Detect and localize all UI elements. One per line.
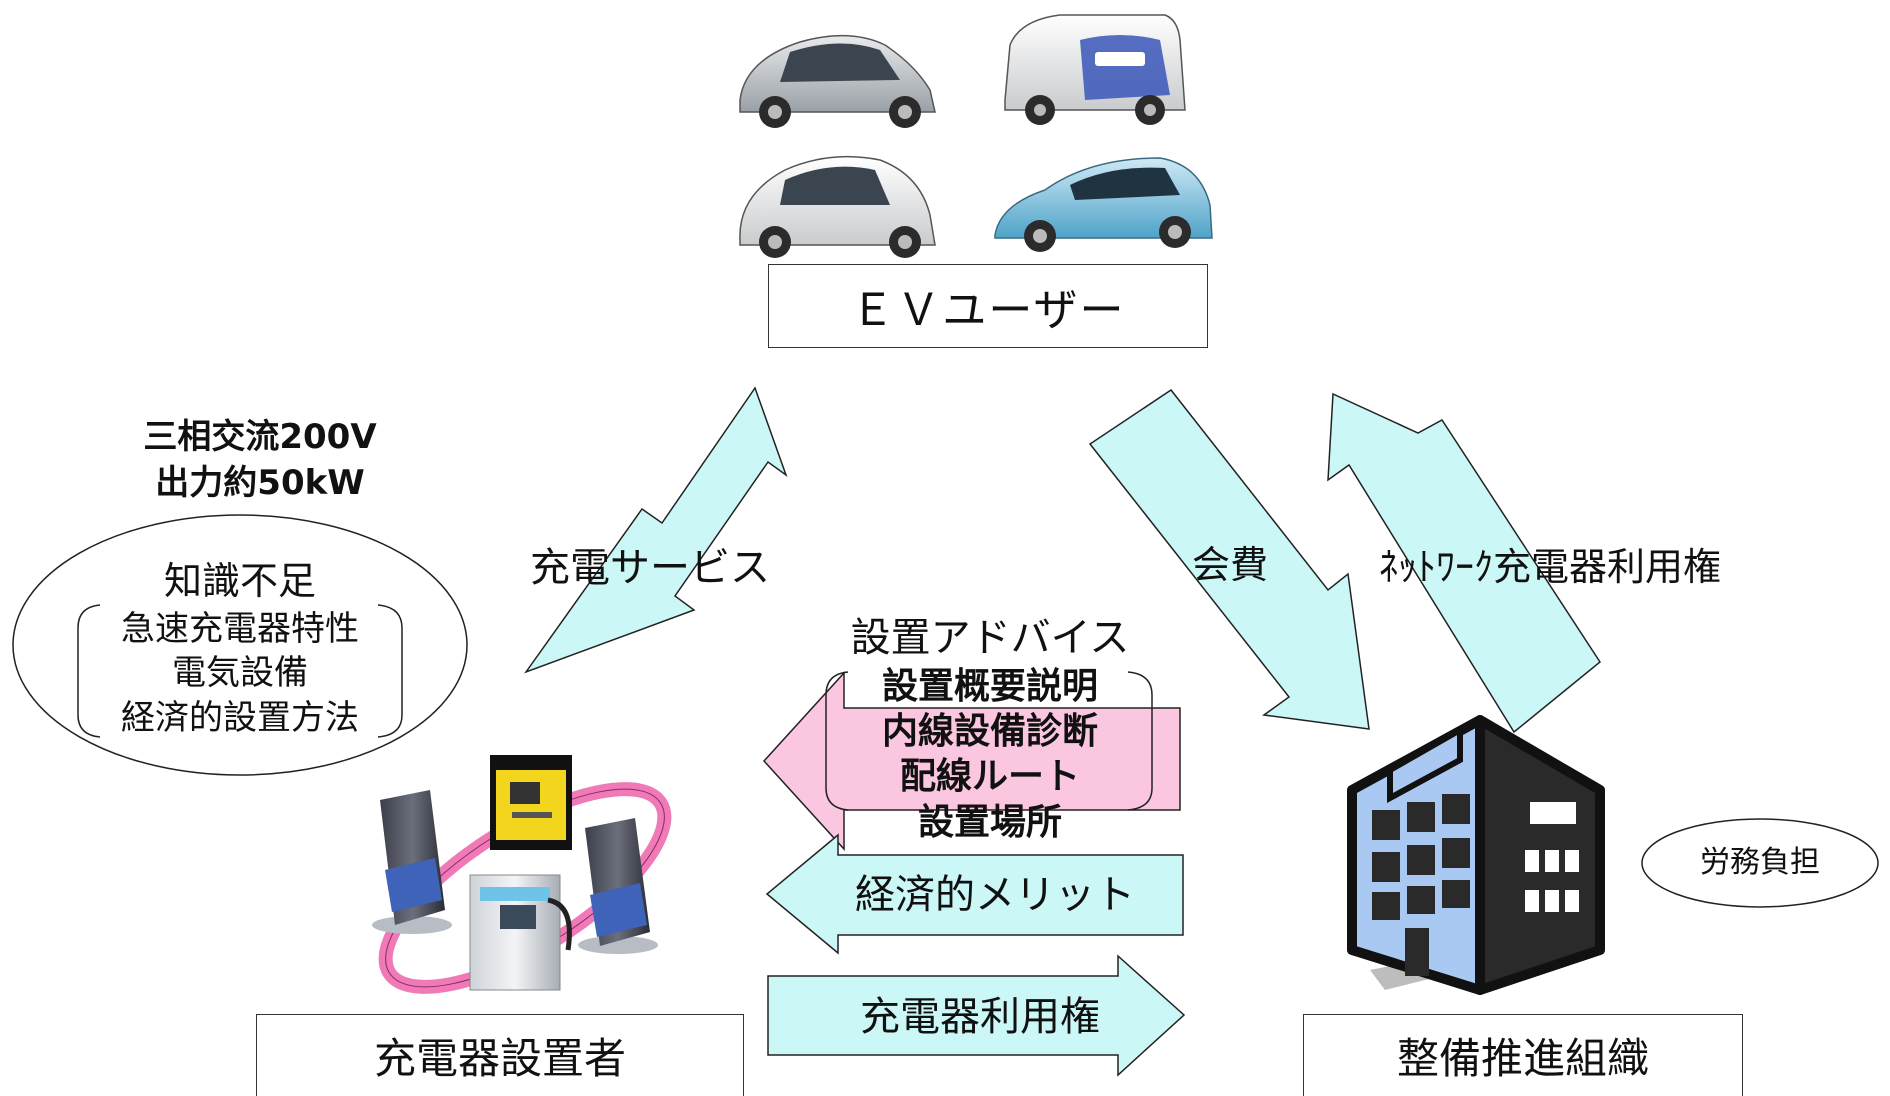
knowledge-bracket-right — [377, 604, 403, 738]
installation-advice-arrow — [762, 671, 1181, 851]
charger-usage-rights-arrow — [767, 954, 1186, 1077]
advice-item: 内線設備診断 — [881, 711, 1098, 752]
knowledge-gap-item: 電気設備 — [172, 653, 308, 693]
network-rights-arrow — [1327, 392, 1601, 734]
charger-spec-line2: 出力約50kW — [155, 463, 365, 503]
ev-user-label: ＥＶユーザー — [850, 285, 1126, 336]
office-building-icon — [1347, 715, 1605, 995]
knowledge-gap-item: 急速充電器特性 — [121, 609, 359, 649]
installer-node: 充電器設置者 — [256, 1014, 744, 1096]
network-rights-label: ﾈｯﾄﾜｰｸ充電器利用権 — [1378, 545, 1721, 589]
charger-equipment-illustration — [372, 755, 672, 994]
installation-advice-title: 設置アドバイス — [850, 615, 1130, 661]
knowledge-gap-item: 経済的設置方法 — [121, 698, 359, 738]
charging-service-arrow — [523, 386, 788, 674]
organization-node: 整備推進組織 — [1303, 1014, 1743, 1096]
knowledge-gap-ellipse — [12, 514, 468, 776]
car-silver-icon — [739, 35, 936, 128]
car-white-compact-icon — [739, 155, 936, 258]
stainless-charger-icon — [469, 874, 572, 991]
organization-label: 整備推進組織 — [1396, 1034, 1649, 1083]
car-blue-leaf-icon — [994, 157, 1213, 252]
economic-merit-label: 経済的メリット — [855, 872, 1135, 918]
charger-spec-line1: 三相交流200V — [143, 417, 377, 457]
advice-item: 設置概要説明 — [881, 666, 1098, 707]
economic-merit-arrow — [765, 833, 1184, 955]
membership-fee-label: 会費 — [1191, 543, 1268, 587]
labor-burden-ellipse — [1641, 818, 1879, 908]
labor-burden-label: 労務負担 — [1700, 845, 1820, 880]
ev-user-node: ＥＶユーザー — [768, 264, 1208, 348]
installer-label: 充電器設置者 — [373, 1034, 626, 1083]
knowledge-gap-title: 知識不足 — [163, 559, 316, 603]
advice-item: 配線ルート — [899, 756, 1080, 797]
pillar-charger-right-icon — [578, 818, 658, 954]
charging-service-label: 充電サービス — [530, 545, 770, 591]
yellow-charger-icon — [490, 755, 572, 850]
advice-bracket-left — [825, 671, 849, 811]
advice-item: 設置場所 — [917, 802, 1062, 843]
knowledge-bracket-left — [77, 604, 101, 738]
car-plugin-van-icon — [1004, 14, 1186, 125]
advice-bracket-right — [1127, 671, 1153, 811]
membership-fee-arrow — [1088, 388, 1370, 730]
charger-usage-rights-label: 充電器利用権 — [860, 994, 1100, 1040]
pillar-charger-left-icon — [372, 790, 452, 934]
